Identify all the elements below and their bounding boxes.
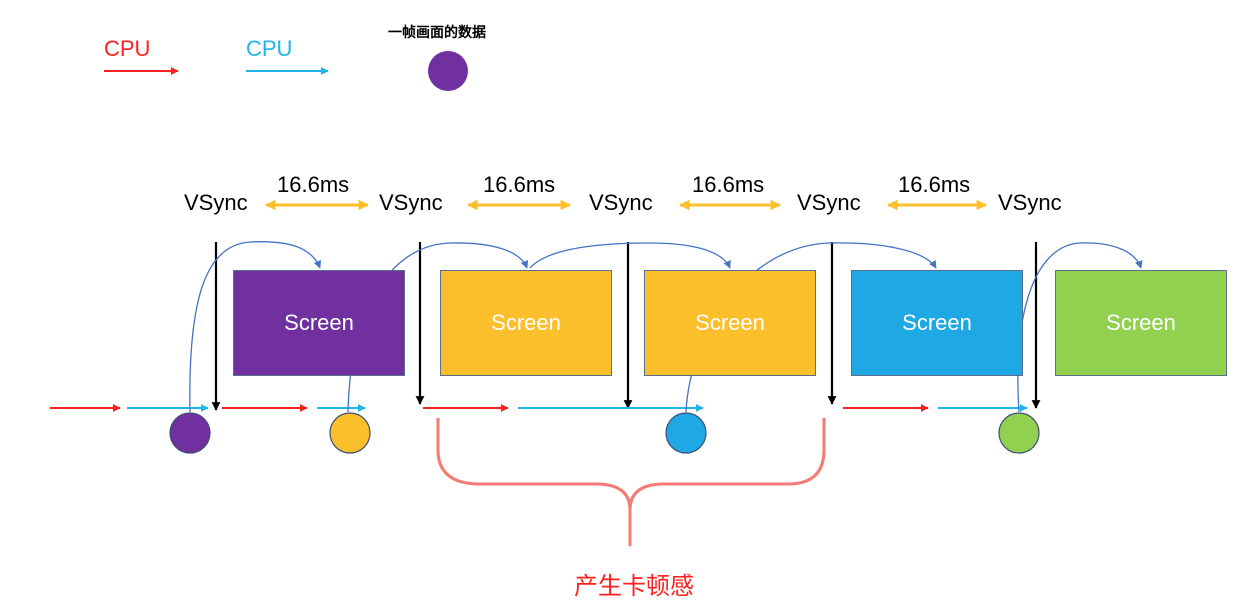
vsync-label-2: VSync (379, 190, 443, 215)
interval-label-4: 16.6ms (898, 172, 971, 197)
vsync-label-5: VSync (998, 190, 1062, 215)
screen-label-5: Screen (1106, 310, 1176, 335)
interval-label-1: 16.6ms (277, 172, 350, 197)
vsync-label-3: VSync (589, 190, 653, 215)
screen-box-3: Screen (644, 270, 816, 376)
jank-caption: 产生卡顿感 (574, 572, 694, 600)
legend-frame-dot (428, 51, 468, 91)
legend-cpu-blue-label: CPU (246, 36, 293, 61)
frame-data-circle-1 (169, 412, 211, 454)
jank-bracket (436, 418, 826, 547)
screen-label-3: Screen (695, 310, 765, 335)
interval-label-3: 16.6ms (692, 172, 765, 197)
frame-to-screen-curve-1 (189, 241, 322, 413)
frame-data-circle-3 (665, 412, 707, 454)
screen-box-2: Screen (440, 270, 612, 376)
screen-box-5: Screen (1055, 270, 1227, 376)
frame-to-screen-curve-3 (529, 242, 731, 269)
screen-box-1: Screen (233, 270, 405, 376)
frame-data-circle-2 (329, 412, 371, 454)
frame-data-circle-4 (998, 412, 1040, 454)
vsync-label-1: VSync (184, 190, 248, 215)
screen-box-4: Screen (851, 270, 1023, 376)
screen-label-4: Screen (902, 310, 972, 335)
legend-cpu-red-label: CPU (104, 36, 151, 61)
interval-label-2: 16.6ms (483, 172, 556, 197)
screen-label-1: Screen (284, 310, 354, 335)
vsync-label-4: VSync (797, 190, 861, 215)
screen-label-2: Screen (491, 310, 561, 335)
legend-frame-label: 一帧画面的数据 (388, 25, 486, 41)
